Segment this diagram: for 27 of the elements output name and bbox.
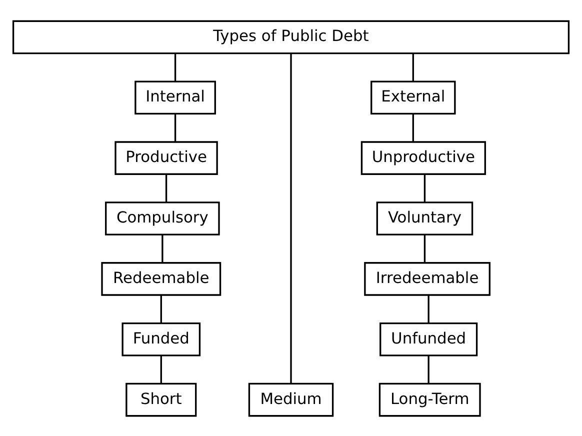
node-box: Types of Public Debt (12, 20, 570, 54)
node-box: Voluntary (376, 201, 474, 235)
node-box: External (370, 80, 456, 114)
node-box: Unproductive (360, 140, 486, 174)
node-box: Long-Term (378, 382, 481, 416)
connector (424, 234, 426, 262)
connector (424, 174, 426, 202)
connector (428, 355, 430, 384)
node-box: Unfunded (380, 322, 478, 356)
node-box: Short (126, 382, 197, 416)
node-box: Productive (114, 140, 218, 174)
connector (165, 174, 168, 202)
node-box: Compulsory (105, 201, 220, 235)
node-box: Irredeemable (364, 262, 490, 296)
connector (174, 114, 176, 142)
connector (160, 355, 162, 384)
node-box: Redeemable (101, 262, 222, 296)
connector (160, 294, 162, 323)
connector (174, 53, 176, 82)
connector (412, 53, 414, 82)
node-box: Internal (134, 80, 216, 114)
connector (428, 294, 430, 323)
connector (162, 234, 164, 262)
connector (290, 53, 292, 384)
node-box: Medium (248, 382, 334, 416)
node-box: Funded (122, 322, 201, 356)
connector (412, 114, 414, 142)
